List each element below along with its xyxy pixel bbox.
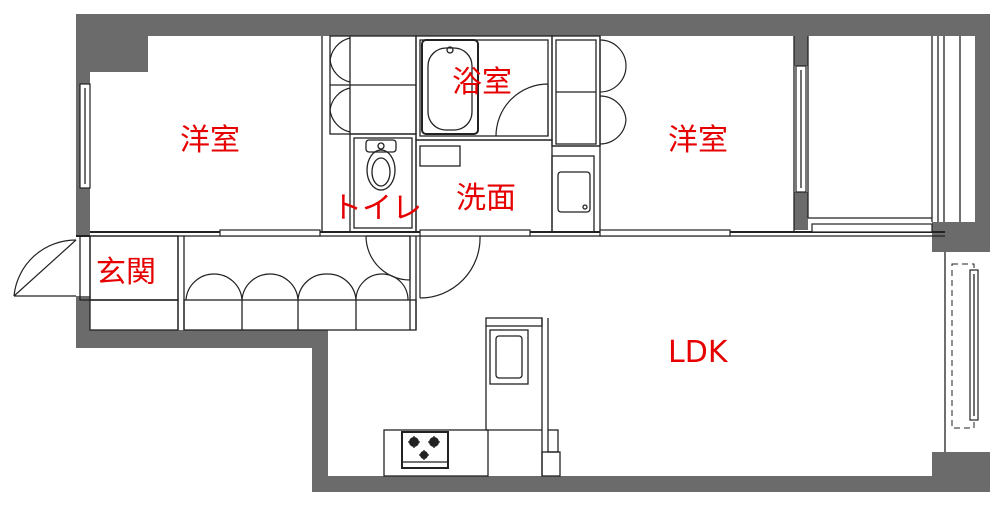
label-washroom: 洗面 (456, 181, 516, 216)
label-western-room-left: 洋室 (180, 123, 240, 158)
stove-icon (401, 431, 449, 469)
label-entrance: 玄関 (96, 255, 156, 290)
windows (79, 65, 979, 429)
closet-doors-left (329, 37, 351, 133)
room-doors (13, 83, 549, 299)
interior-walls (76, 35, 961, 477)
label-western-room-right: 洋室 (668, 123, 728, 158)
closet-doors-right (599, 39, 627, 145)
shoe-closet-doors (185, 273, 409, 301)
label-bath: 浴室 (452, 65, 512, 100)
label-ldk: LDK (668, 335, 729, 370)
outer-walls (76, 14, 990, 492)
label-toilet: トイレ (332, 191, 422, 226)
